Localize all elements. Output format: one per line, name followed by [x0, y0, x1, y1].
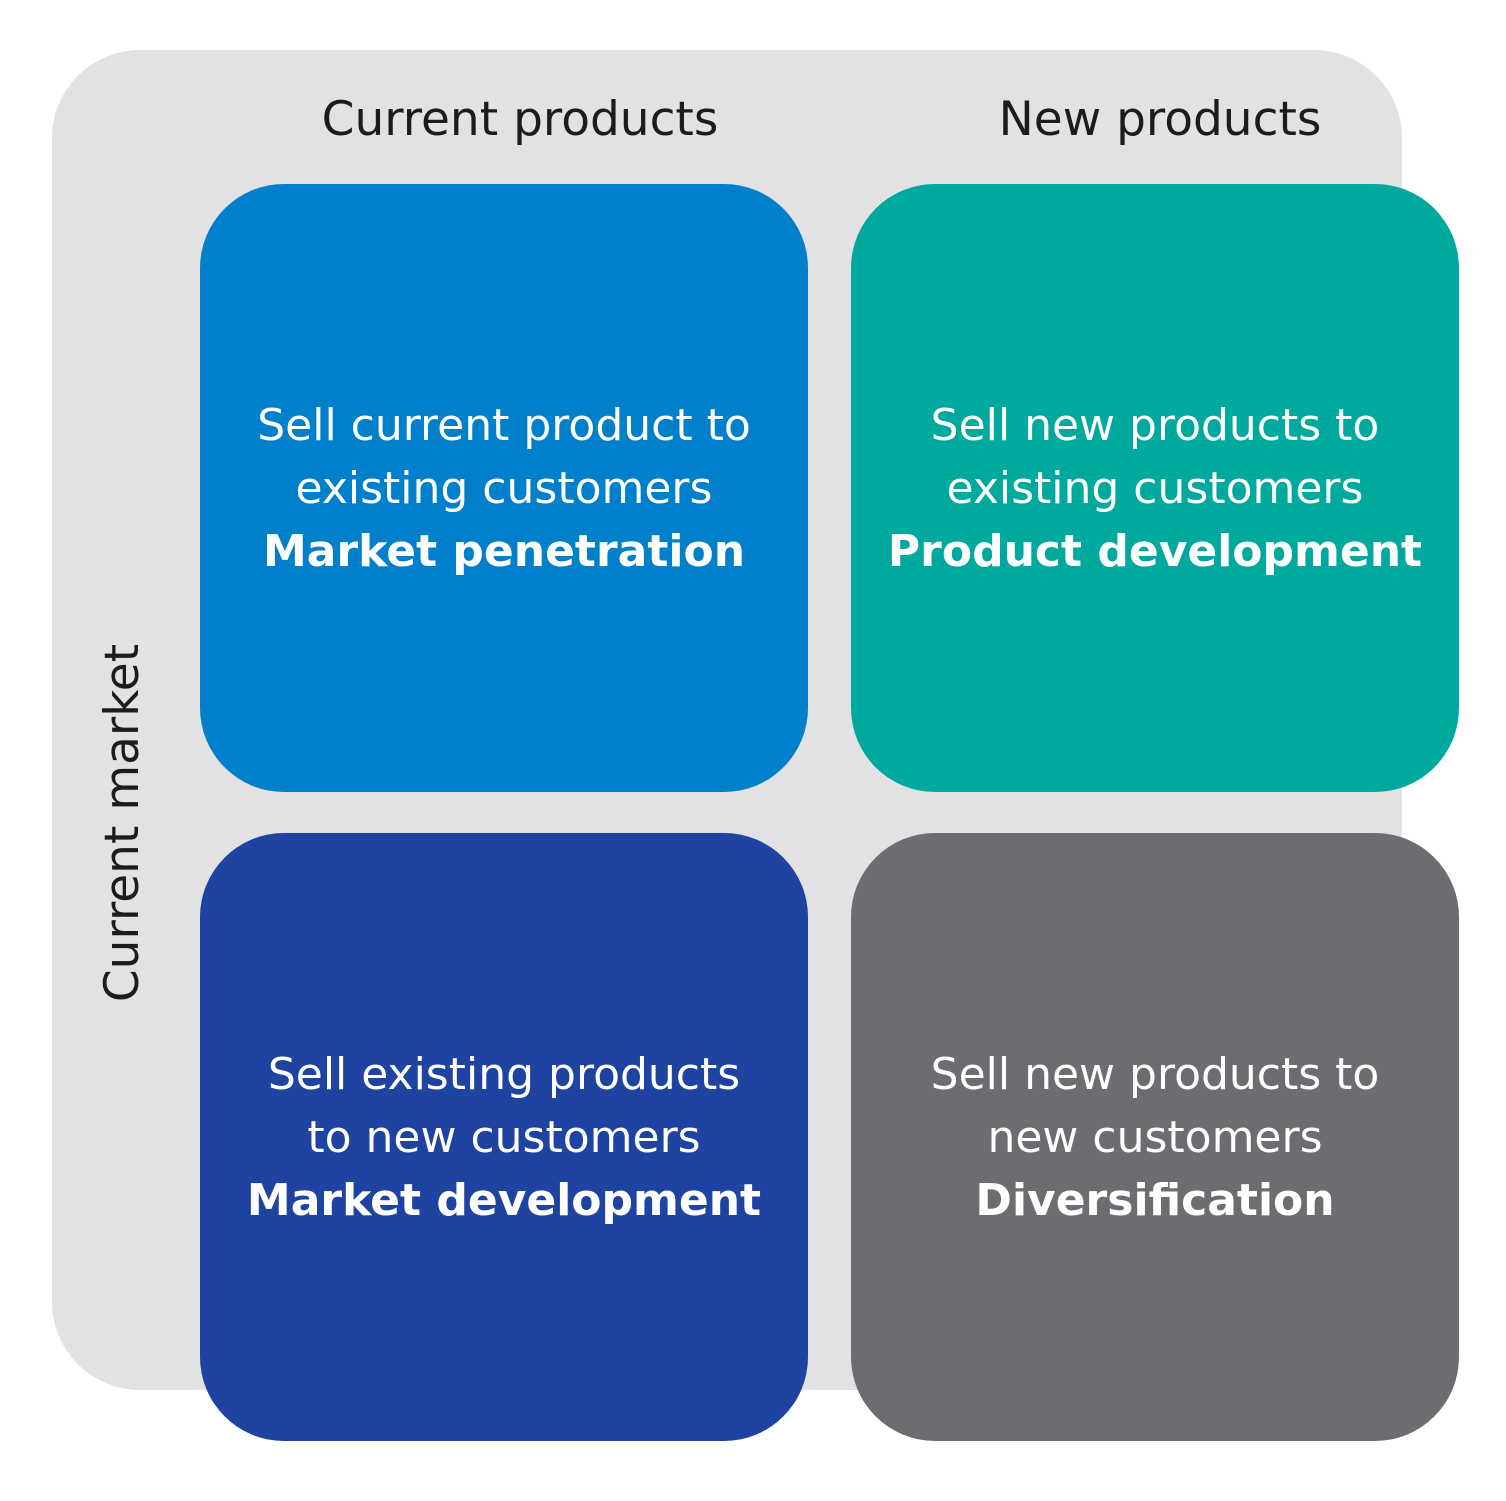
quadrant-description-line: Sell current product to [257, 399, 751, 451]
column-header-current-products: Current products [321, 92, 719, 147]
quadrant-product-development: Sell new products to existing customers … [851, 184, 1459, 792]
quadrant-description-line: existing customers [295, 462, 713, 514]
quadrant-description-line: Sell new products to [930, 399, 1380, 451]
quadrant-title: Market development [246, 1174, 762, 1226]
quadrant-diversification: Sell new products to new customers Diver… [851, 833, 1459, 1441]
column-header-new-products: New products [998, 92, 1322, 147]
quadrant-description-line: new customers [987, 1111, 1323, 1163]
quadrant-market-development: Sell existing products to new customers … [200, 833, 808, 1441]
quadrant-description-line: to new customers [307, 1111, 701, 1163]
quadrant-description-line: existing customers [946, 462, 1364, 514]
row-header-current-market: Current market [95, 643, 150, 1003]
quadrant-market-penetration: Sell current product to existing custome… [200, 184, 808, 792]
quadrant-description-line: Sell new products to [930, 1048, 1380, 1100]
quadrant-title: Product development [887, 525, 1423, 577]
quadrant-title: Market penetration [262, 525, 746, 577]
quadrant-description-line: Sell existing products [267, 1048, 741, 1100]
quadrant-title: Diversification [975, 1174, 1335, 1226]
